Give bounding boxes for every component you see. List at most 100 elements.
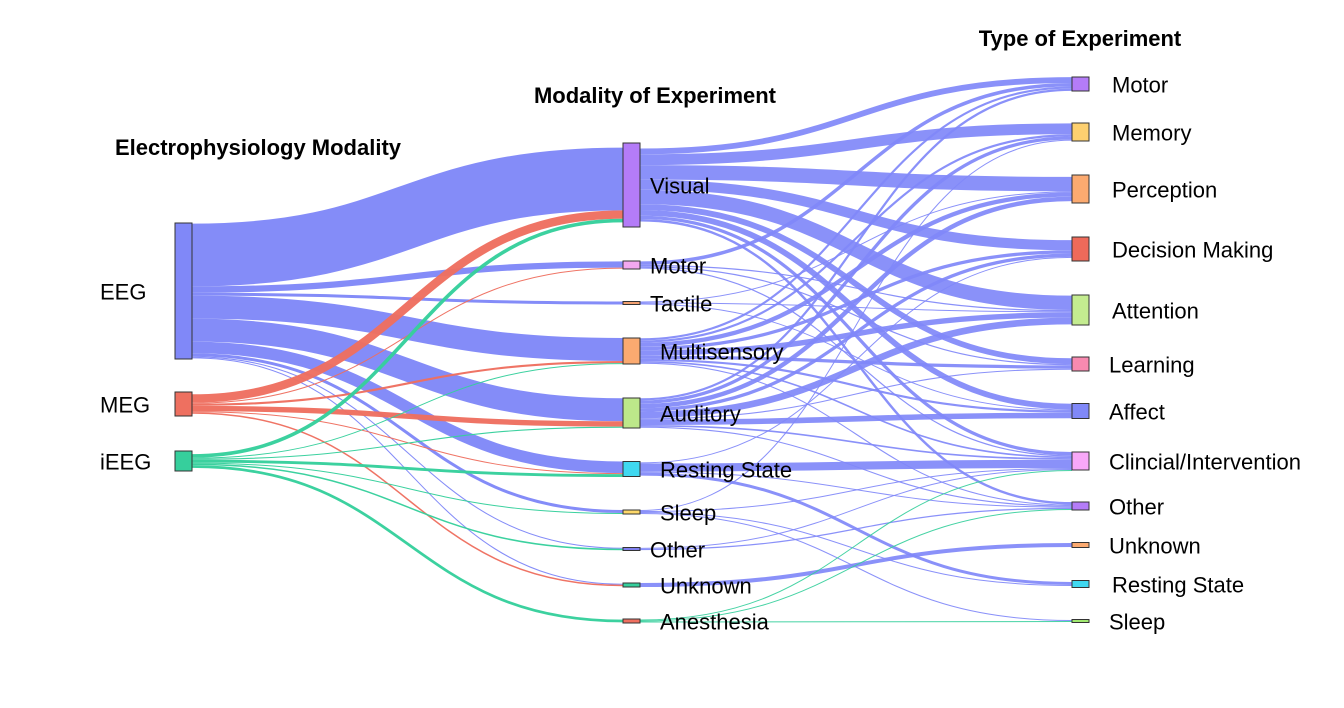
flow-EEG-to-m_rest xyxy=(191,341,624,474)
node-m_anesthesia xyxy=(622,618,641,624)
node-label-m_other: Other xyxy=(650,538,705,563)
flow-m_multi-to-t_other xyxy=(639,362,1073,506)
flow-MEG-to-m_multi xyxy=(191,361,624,406)
node-EEG xyxy=(174,222,193,360)
flow-m_multi-to-t_learning xyxy=(639,355,1073,369)
node-label-m_anesthesia: Anesthesia xyxy=(660,610,770,635)
flow-m_rest-to-t_decision xyxy=(639,256,1073,464)
node-m_unknown xyxy=(622,582,641,588)
node-label-t_other: Other xyxy=(1109,495,1164,520)
labels-layer: EEGMEGiEEGVisualMotorTactileMultisensory… xyxy=(100,73,1301,635)
flow-EEG-to-m_sleep xyxy=(191,353,624,513)
flow-m_other-to-t_other xyxy=(639,507,1073,551)
node-t_attention xyxy=(1071,294,1090,326)
nodes-layer xyxy=(174,76,1090,624)
column-titles: Electrophysiology Modality Modality of E… xyxy=(115,26,1182,160)
node-label-t_rest: Resting State xyxy=(1112,573,1244,598)
node-t_memory xyxy=(1071,122,1090,142)
node-t_perception xyxy=(1071,174,1090,204)
flow-m_auditory-to-t_motor xyxy=(639,88,1073,401)
flow-m_auditory-to-t_attention xyxy=(639,317,1073,419)
node-label-EEG: EEG xyxy=(100,280,146,305)
node-t_clinical xyxy=(1071,451,1090,471)
flow-m_auditory-to-t_clinical xyxy=(639,424,1073,460)
flow-m_tactile-to-t_attention xyxy=(639,302,1073,313)
flow-iEEG-to-m_visual xyxy=(191,218,624,458)
flow-MEG-to-m_rest xyxy=(191,411,624,475)
node-label-t_affect: Affect xyxy=(1109,400,1165,425)
node-label-MEG: MEG xyxy=(100,393,150,418)
node-label-t_sleep: Sleep xyxy=(1109,610,1165,635)
node-t_affect xyxy=(1071,403,1090,419)
flow-m_sleep-to-t_rest xyxy=(639,512,1073,586)
node-m_visual xyxy=(622,142,641,228)
node-label-m_unknown: Unknown xyxy=(660,574,752,599)
flow-m_anesthesia-to-t_sleep xyxy=(639,621,1073,623)
node-m_tactile xyxy=(622,301,641,305)
flow-m_auditory-to-t_memory xyxy=(639,136,1073,404)
node-iEEG xyxy=(174,450,193,472)
flow-EEG-to-m_visual xyxy=(191,147,624,287)
flow-iEEG-to-m_auditory xyxy=(191,426,624,460)
node-t_rest xyxy=(1071,580,1090,588)
node-t_other xyxy=(1071,501,1090,511)
flow-m_auditory-to-t_learning xyxy=(639,368,1073,420)
node-t_learning xyxy=(1071,356,1090,372)
node-m_motor xyxy=(622,260,641,270)
flow-iEEG-to-m_rest xyxy=(191,459,624,478)
node-t_sleep xyxy=(1071,619,1090,623)
flow-MEG-to-m_auditory xyxy=(191,405,624,427)
node-label-t_unknown: Unknown xyxy=(1109,534,1201,559)
flow-m_tactile-to-t_affect xyxy=(639,303,1073,411)
node-label-t_decision: Decision Making xyxy=(1112,238,1273,263)
node-MEG xyxy=(174,391,193,417)
target-column-title: Type of Experiment xyxy=(979,26,1182,51)
flow-m_visual-to-t_memory xyxy=(639,123,1073,166)
node-m_sleep xyxy=(622,509,641,515)
flow-EEG-to-m_tactile xyxy=(191,292,624,305)
node-label-m_tactile: Tactile xyxy=(650,292,712,317)
node-label-t_clinical: Clincial/Intervention xyxy=(1109,450,1301,475)
flow-m_auditory-to-t_perception xyxy=(639,196,1073,409)
flow-m_tactile-to-t_perception xyxy=(639,191,1073,303)
flow-m_auditory-to-t_decision xyxy=(639,253,1073,412)
middle-column-title: Modality of Experiment xyxy=(534,83,777,108)
flow-MEG-to-m_visual xyxy=(191,210,624,403)
flow-EEG-to-m_auditory xyxy=(191,318,624,422)
flow-m_auditory-to-t_affect xyxy=(639,412,1073,425)
node-m_other xyxy=(622,547,641,551)
flow-iEEG-to-m_other xyxy=(191,463,624,551)
flow-m_multi-to-t_affect xyxy=(639,358,1073,413)
flow-EEG-to-m_unknown xyxy=(191,357,624,585)
flow-m_visual-to-t_perception xyxy=(639,165,1073,192)
links-layer xyxy=(191,77,1073,623)
flow-EEG-to-m_other xyxy=(191,356,624,549)
flow-m_other-to-t_clinical xyxy=(639,468,1073,549)
node-m_rest xyxy=(622,461,641,477)
flow-iEEG-to-m_anesthesia xyxy=(191,465,624,623)
node-label-iEEG: iEEG xyxy=(100,450,151,475)
flow-m_multi-to-t_motor xyxy=(639,86,1073,341)
node-t_decision xyxy=(1071,236,1090,262)
flow-EEG-to-m_multi xyxy=(191,295,624,362)
flow-m_visual-to-t_affect xyxy=(639,209,1073,410)
node-label-m_auditory: Auditory xyxy=(660,402,741,427)
flow-m_anesthesia-to-t_other xyxy=(639,508,1073,622)
node-t_unknown xyxy=(1071,542,1090,548)
flow-m_sleep-to-t_clinical xyxy=(639,467,1073,512)
flow-iEEG-to-m_sleep xyxy=(191,462,624,514)
node-t_motor xyxy=(1071,76,1090,92)
flow-m_visual-to-t_attention xyxy=(639,189,1073,311)
flow-m_rest-to-t_clinical xyxy=(639,459,1073,472)
node-label-m_motor: Motor xyxy=(650,254,706,279)
source-column-title: Electrophysiology Modality xyxy=(115,135,402,160)
node-label-t_learning: Learning xyxy=(1109,353,1195,378)
flow-m_sleep-to-t_memory xyxy=(639,139,1073,511)
flow-m_motor-to-t_attention xyxy=(639,264,1073,312)
node-label-m_visual: Visual xyxy=(650,174,710,199)
node-m_multi xyxy=(622,337,641,365)
flow-m_visual-to-t_learning xyxy=(639,204,1073,365)
flow-iEEG-to-m_multi xyxy=(191,363,624,459)
node-label-m_sleep: Sleep xyxy=(660,501,716,526)
